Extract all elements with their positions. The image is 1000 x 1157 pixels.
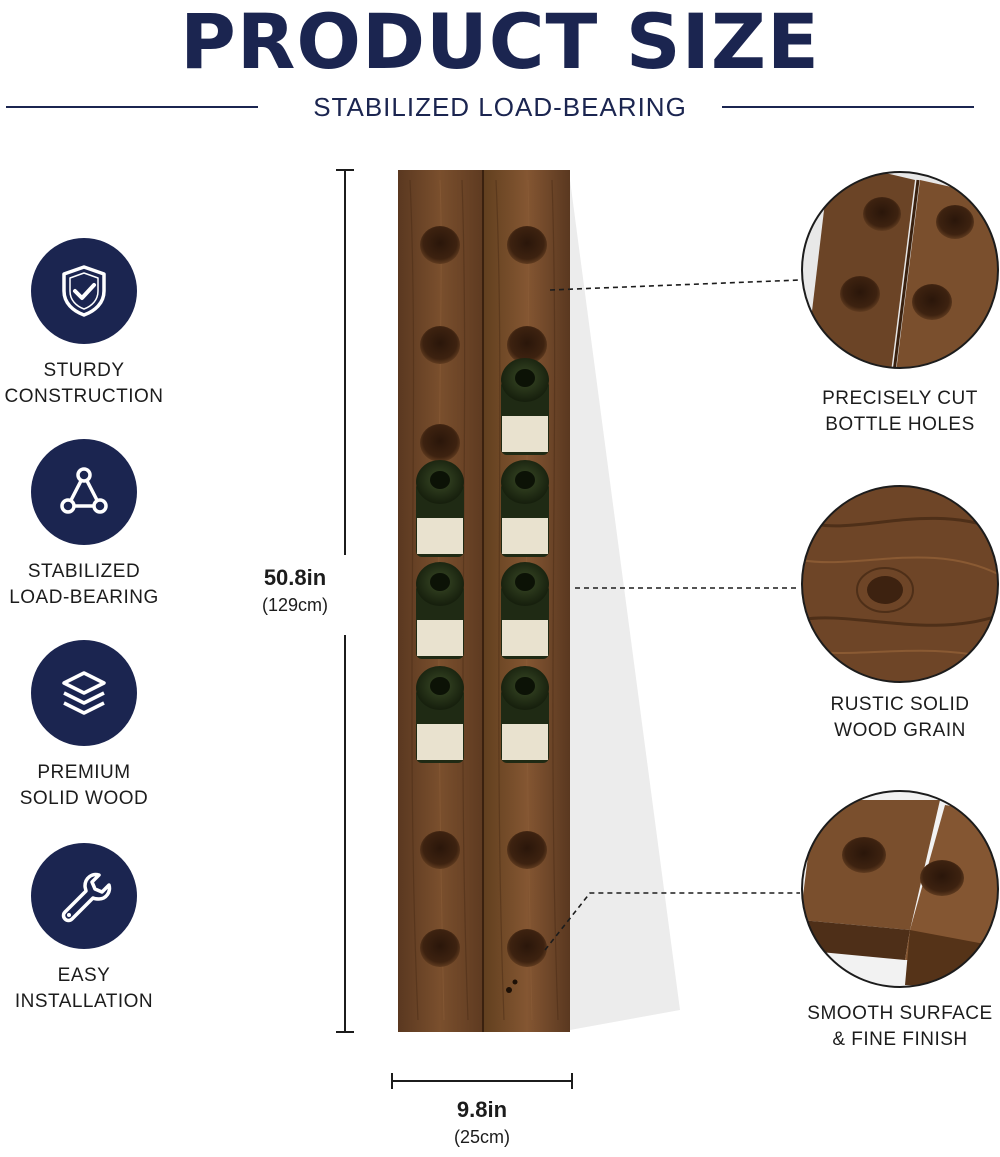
- callout-label-grain: RUSTIC SOLID WOOD GRAIN: [800, 692, 1000, 744]
- page-subtitle: STABILIZED LOAD-BEARING: [313, 92, 687, 122]
- callout-label-holes: PRECISELY CUT BOTTLE HOLES: [800, 386, 1000, 438]
- feature-badge: [31, 238, 137, 344]
- feature-label: STURDY: [43, 360, 125, 381]
- width-inches: 9.8in: [456, 1097, 508, 1122]
- callout-line: PRECISELY CUT: [822, 388, 978, 409]
- divider-right: [722, 106, 974, 108]
- width-centimeters: (25cm): [453, 1127, 510, 1147]
- feature-label: EASY: [57, 965, 111, 986]
- height-inches: 50.8in: [263, 565, 327, 590]
- width-dimension-line: [391, 1073, 573, 1089]
- width-dimension-label: 9.8in (25cm): [412, 1096, 552, 1150]
- callout-line: & FINE FINISH: [832, 1029, 968, 1050]
- feature-label: INSTALLATION: [14, 991, 154, 1012]
- feature-stabilized-load-bearing: STABILIZED LOAD-BEARING: [0, 439, 168, 611]
- feature-badge: [31, 439, 137, 545]
- feature-premium-solid-wood: PREMIUM SOLID WOOD: [0, 640, 168, 812]
- height-dimension-label: 50.8in (129cm): [240, 564, 350, 618]
- feature-label: LOAD-BEARING: [9, 587, 159, 608]
- feature-label: STABILIZED: [27, 561, 141, 582]
- callout-line: SMOOTH SURFACE: [807, 1003, 993, 1024]
- callout-label-finish: SMOOTH SURFACE & FINE FINISH: [792, 1001, 1000, 1053]
- feature-easy-installation: EASY INSTALLATION: [0, 843, 168, 1015]
- height-centimeters: (129cm): [261, 595, 328, 615]
- feature-badge: [31, 843, 137, 949]
- feature-label: CONSTRUCTION: [4, 386, 164, 407]
- callout-line: RUSTIC SOLID: [830, 694, 970, 715]
- feature-badge: [31, 640, 137, 746]
- feature-sturdy-construction: STURDY CONSTRUCTION: [0, 238, 168, 410]
- callout-circle-grain: [801, 485, 999, 683]
- shield-check-icon: [62, 265, 106, 317]
- callout-leaders: [544, 279, 801, 951]
- triangle-nodes-icon: [60, 467, 108, 514]
- feature-label: SOLID WOOD: [19, 788, 149, 809]
- callout-circle-finish: [801, 790, 999, 988]
- page-title: PRODUCT SIZE: [180, 0, 820, 86]
- callout-line: BOTTLE HOLES: [825, 414, 975, 435]
- divider-left: [6, 106, 258, 108]
- wrench-icon: [61, 872, 112, 923]
- layers-icon: [62, 671, 106, 715]
- feature-label: PREMIUM: [37, 762, 131, 783]
- callout-circle-holes: [801, 171, 999, 369]
- callout-line: WOOD GRAIN: [834, 720, 966, 741]
- bottle-holes: [420, 226, 547, 967]
- wine-bottles: [416, 358, 549, 763]
